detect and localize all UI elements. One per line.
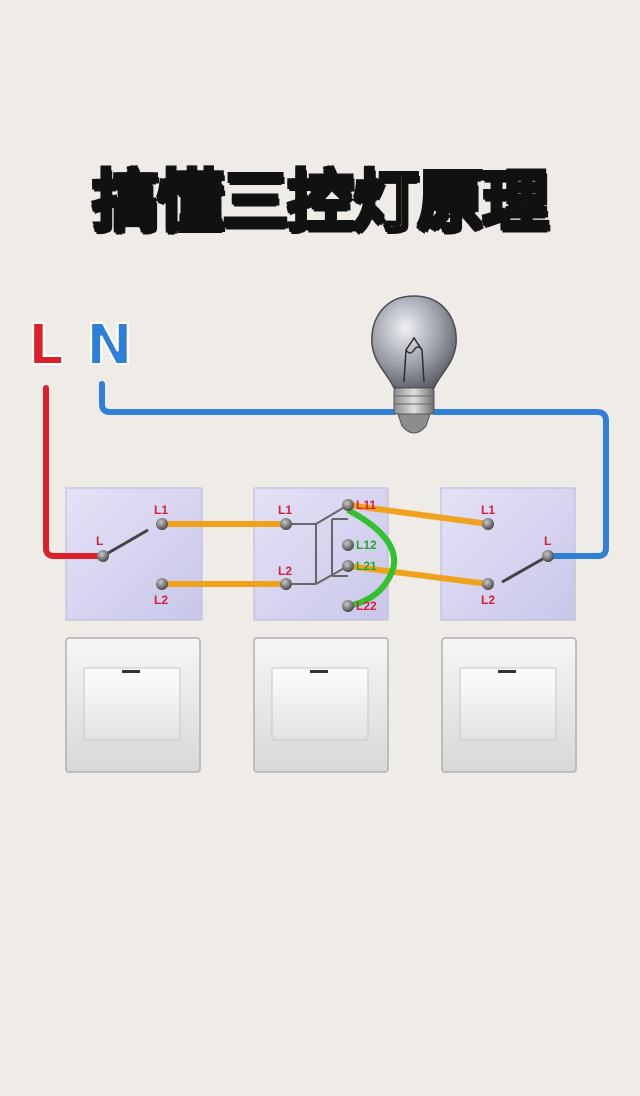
label-left-l: L	[96, 534, 103, 548]
neutral-wire-to-lamp	[99, 381, 397, 415]
terminal-right-l2	[482, 578, 494, 590]
middle-link-4	[315, 504, 349, 525]
terminal-left-l	[97, 550, 109, 562]
wall-switch-panel-left[interactable]	[65, 637, 201, 773]
label-middle-l21: L21	[356, 559, 377, 573]
label-right-l1: L1	[481, 503, 495, 517]
page-title: 搞懂三控灯原理	[91, 162, 550, 242]
terminal-middle-l2	[280, 578, 292, 590]
left-switch-contact	[102, 528, 149, 558]
label-middle-l11: L11	[356, 498, 376, 512]
traveler-wire-l11-r1	[347, 502, 489, 527]
wall-switch-panel-right[interactable]	[441, 637, 577, 773]
bridge-wire	[346, 507, 398, 609]
terminal-left-l1	[156, 518, 168, 530]
terminal-right-l	[542, 550, 554, 562]
terminal-labels: L L1 L2 L1 L2 L11 L12 L21 L22 L1 L L2	[96, 498, 551, 613]
traveler-wire-l21-r2	[347, 563, 489, 587]
label-middle-l12: L12	[356, 538, 377, 552]
terminal-middle-l11	[342, 499, 354, 511]
neutral-label: N	[85, 313, 134, 378]
label-left-l2: L2	[154, 593, 168, 607]
live-label: L	[27, 313, 65, 378]
label-middle-l2: L2	[278, 564, 292, 578]
label-left-l1: L1	[154, 503, 168, 517]
terminal-middle-l1	[280, 518, 292, 530]
label-right-l2: L2	[481, 593, 495, 607]
label-right-l: L	[544, 534, 551, 548]
live-wire	[43, 385, 106, 559]
wall-switch-panel-middle[interactable]	[253, 637, 389, 773]
terminal-right-l1	[482, 518, 494, 530]
terminals	[97, 499, 554, 612]
terminal-middle-l12	[342, 539, 354, 551]
label-middle-l1: L1	[278, 503, 292, 517]
terminal-middle-l22	[342, 600, 354, 612]
right-switch-contact	[501, 554, 549, 584]
label-middle-l22: L22	[356, 599, 377, 613]
light-bulb-icon	[371, 295, 457, 434]
terminal-middle-l21	[342, 560, 354, 572]
terminal-left-l2	[156, 578, 168, 590]
lamp-wire-to-right-switch	[431, 409, 609, 559]
